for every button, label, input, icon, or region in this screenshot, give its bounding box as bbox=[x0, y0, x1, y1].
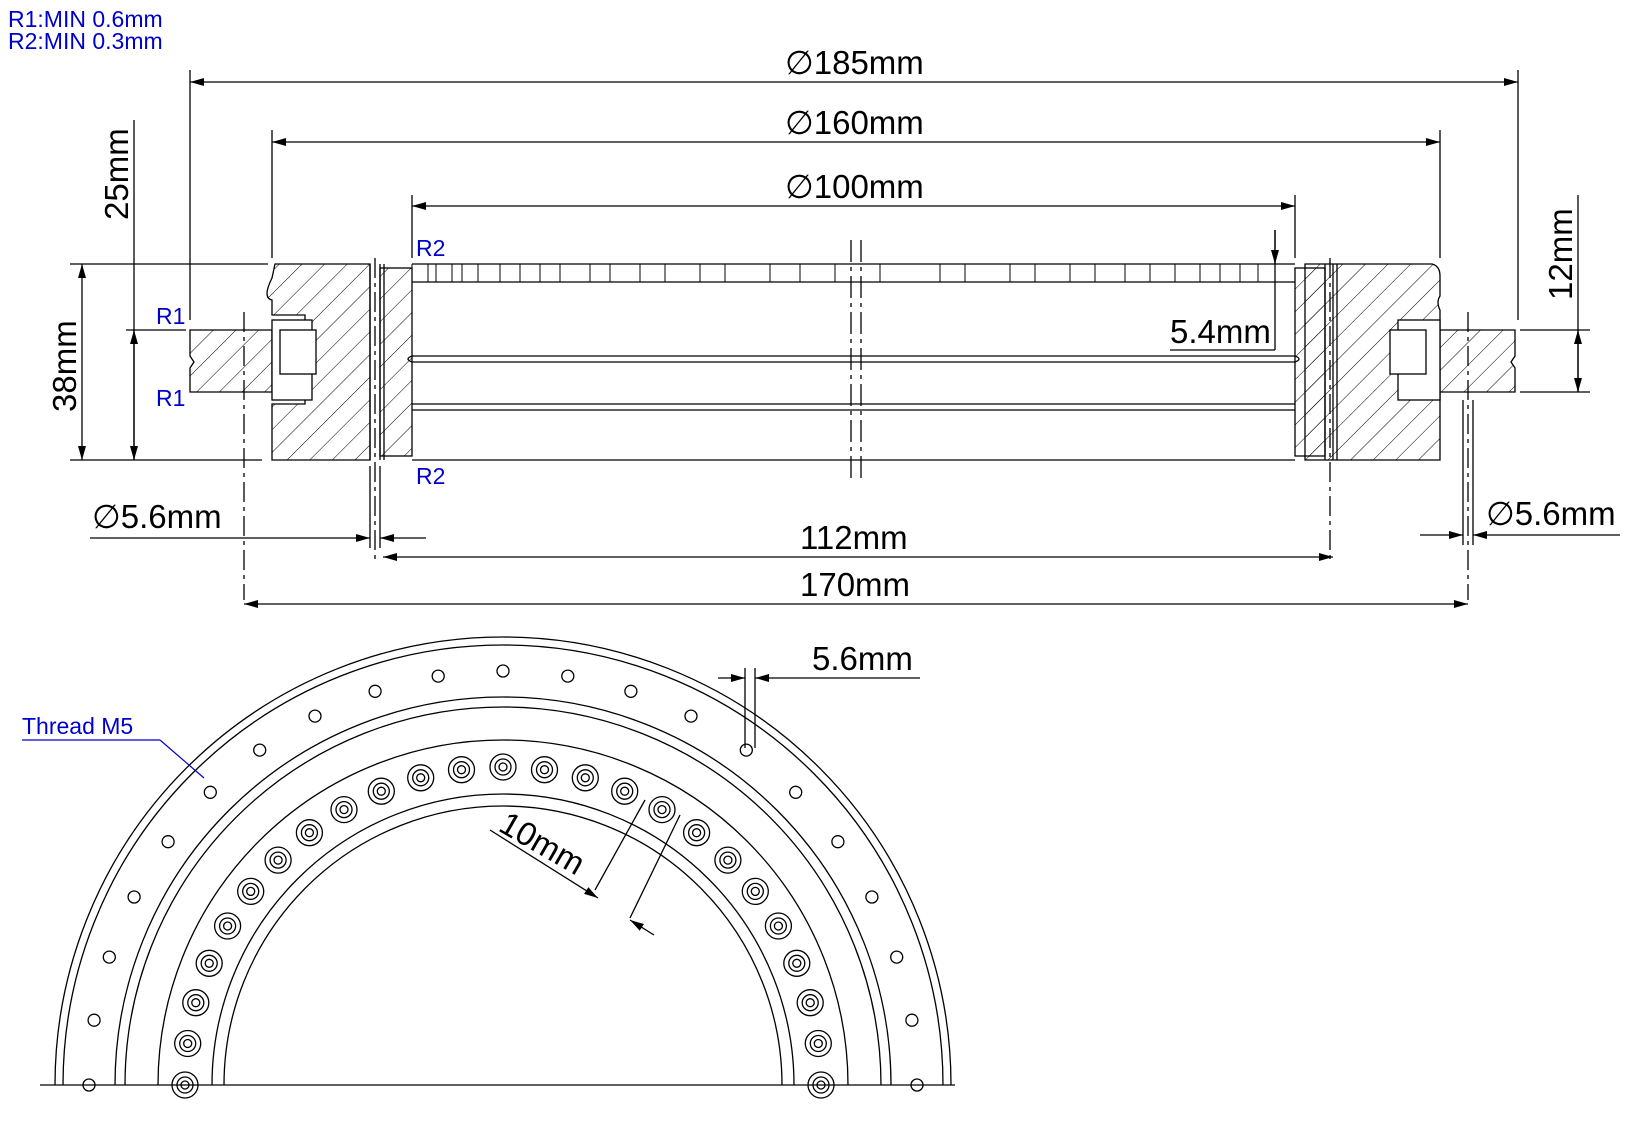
counterbored-hole bbox=[682, 819, 711, 847]
bolt-hole bbox=[368, 684, 382, 698]
dim-total-height: 38mm bbox=[46, 320, 83, 412]
dim-inner-hole-span: 112mm bbox=[800, 519, 908, 556]
counterbored-hole bbox=[741, 877, 769, 906]
dim-inner-diameter: ∅100mm bbox=[785, 168, 924, 205]
roller-teeth bbox=[411, 264, 1276, 282]
inner-hole-ring bbox=[171, 753, 835, 1099]
counterbored-hole bbox=[264, 846, 292, 874]
bolt-hole bbox=[496, 664, 510, 678]
counterbored-hole bbox=[783, 949, 811, 977]
bolt-hole bbox=[127, 890, 141, 904]
dimension-lines bbox=[70, 70, 1620, 608]
counterbored-hole bbox=[182, 989, 210, 1017]
counterbored-hole bbox=[714, 846, 742, 874]
counterbored-hole bbox=[807, 1071, 835, 1099]
counterbored-hole bbox=[213, 912, 242, 940]
radius-label-r1-upper: R1 bbox=[156, 303, 185, 329]
dim-upper-height: 25mm bbox=[98, 128, 135, 220]
bolt-hole bbox=[910, 1078, 924, 1092]
bolt-hole bbox=[561, 669, 575, 683]
counterbored-hole bbox=[611, 777, 639, 805]
left-bore-section bbox=[379, 267, 413, 457]
bolt-hole bbox=[431, 669, 445, 683]
dim-outer-hole-span: 170mm bbox=[800, 566, 910, 603]
right-ring-section bbox=[1304, 263, 1441, 461]
bolt-hole bbox=[739, 743, 753, 757]
counterbored-hole bbox=[796, 989, 824, 1017]
dim-hole-left: ∅5.6mm bbox=[92, 498, 222, 535]
radius-label-r2-upper: R2 bbox=[416, 235, 445, 261]
bolt-hole bbox=[865, 890, 879, 904]
counterbored-hole bbox=[571, 764, 599, 792]
dim-outer-diameter: ∅185mm bbox=[785, 44, 924, 81]
radius-label-r2-lower: R2 bbox=[416, 463, 445, 489]
bolt-hole bbox=[87, 1013, 101, 1027]
counterbored-hole bbox=[648, 795, 676, 824]
counterbored-hole bbox=[330, 795, 358, 824]
counterbored-hole bbox=[367, 777, 395, 805]
counterbored-hole bbox=[171, 1071, 199, 1099]
dim-flange-height: 12mm bbox=[1542, 208, 1579, 300]
bolt-hole bbox=[831, 835, 845, 849]
counterbored-hole bbox=[447, 756, 476, 784]
bolt-hole bbox=[308, 709, 322, 723]
thread-callout: Thread M5 bbox=[22, 713, 133, 739]
counterbored-hole bbox=[407, 764, 435, 792]
bolt-hole bbox=[890, 950, 904, 964]
outer-hole-ring bbox=[82, 664, 924, 1092]
section-view bbox=[189, 240, 1516, 600]
note-r2-radius: R2:MIN 0.3mm bbox=[8, 28, 163, 54]
dim-hole-right: ∅5.6mm bbox=[1486, 495, 1616, 532]
bolt-hole bbox=[905, 1013, 919, 1027]
counterbored-hole bbox=[295, 819, 324, 847]
bolt-hole bbox=[82, 1078, 96, 1092]
counterbored-hole bbox=[489, 753, 517, 781]
bolt-hole bbox=[624, 684, 638, 698]
bolt-hole bbox=[684, 709, 698, 723]
counterbored-hole bbox=[237, 877, 265, 906]
plan-view bbox=[40, 636, 955, 1099]
dim-groove-depth: 5.4mm bbox=[1170, 313, 1271, 350]
left-ring-section bbox=[266, 263, 371, 461]
bolt-hole bbox=[253, 743, 267, 757]
counterbored-hole bbox=[195, 949, 223, 977]
left-flange-section bbox=[189, 329, 273, 393]
right-bore-section bbox=[1294, 267, 1326, 457]
note-r1-radius: R1:MIN 0.6mm bbox=[8, 6, 163, 32]
bolt-hole bbox=[161, 835, 175, 849]
radius-label-r1-lower: R1 bbox=[156, 385, 185, 411]
counterbored-hole bbox=[530, 756, 559, 784]
bolt-hole bbox=[102, 950, 116, 964]
bolt-hole bbox=[789, 785, 803, 799]
bolt-hole bbox=[203, 785, 217, 799]
counterbored-hole bbox=[804, 1029, 832, 1058]
counterbored-hole bbox=[174, 1029, 202, 1058]
dim-hole-dia-plan: 5.6mm bbox=[812, 640, 913, 677]
dim-bolt-circle: ∅160mm bbox=[785, 104, 924, 141]
counterbored-hole bbox=[764, 912, 793, 940]
